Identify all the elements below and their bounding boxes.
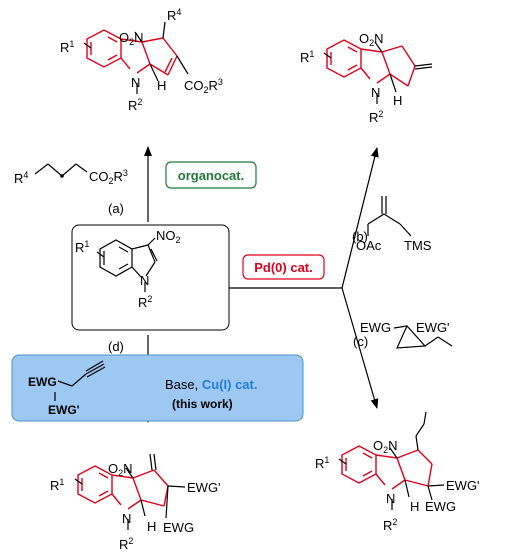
organocat-badge: organocat. xyxy=(165,161,257,189)
svg-text:R1: R1 xyxy=(300,49,314,65)
svg-text:Pd(0) cat.: Pd(0) cat. xyxy=(254,260,313,275)
svg-text:R2: R2 xyxy=(119,536,133,552)
svg-text:EWG: EWG xyxy=(360,320,391,335)
svg-text:EWG: EWG xyxy=(425,499,456,514)
arrow-c xyxy=(341,287,379,409)
label-c: (c) xyxy=(353,334,368,349)
product-d: R1 O2N N H EWG' EWG R2 xyxy=(50,453,221,552)
product-b: R1 O2N N H R2 xyxy=(300,31,433,125)
this-work-conditions-box: EWG EWG' Base, Cu(I) cat. (this work) xyxy=(11,354,304,422)
svg-text:organocat.: organocat. xyxy=(178,168,244,183)
svg-text:R2: R2 xyxy=(369,109,383,125)
svg-text:O2N: O2N xyxy=(359,31,384,48)
label-a: (a) xyxy=(108,201,124,216)
svg-text:CO2R3: CO2R3 xyxy=(89,168,128,186)
svg-text:R1: R1 xyxy=(50,477,64,493)
svg-text:TMS: TMS xyxy=(404,238,432,253)
svg-text:H: H xyxy=(157,78,166,93)
svg-text:H: H xyxy=(147,519,156,534)
svg-text:NO2: NO2 xyxy=(156,228,181,245)
svg-text:N: N xyxy=(131,75,140,90)
vinylcyclopropane-reagent: EWG EWG' xyxy=(360,320,453,349)
svg-text:O2N: O2N xyxy=(108,461,133,478)
svg-text:OAc: OAc xyxy=(356,238,382,253)
svg-text:EWG: EWG xyxy=(28,375,57,389)
svg-text:N: N xyxy=(386,491,395,506)
svg-text:N: N xyxy=(371,85,380,100)
svg-text:EWG: EWG xyxy=(163,520,194,535)
svg-text:R2: R2 xyxy=(138,294,152,310)
svg-text:R2: R2 xyxy=(128,97,142,113)
svg-text:H: H xyxy=(393,93,402,108)
svg-text:CO2R3: CO2R3 xyxy=(184,77,223,95)
label-d: (d) xyxy=(108,339,124,354)
svg-text:Base, Cu(I) cat.: Base, Cu(I) cat. xyxy=(165,377,257,392)
arrow-b xyxy=(341,147,379,289)
product-a: R1 O2N R4 N H CO2R3 R2 xyxy=(60,7,223,113)
svg-text:(this work): (this work) xyxy=(172,397,233,411)
reaction-arrows xyxy=(144,146,379,423)
svg-text:H: H xyxy=(410,499,419,514)
svg-text:O2N: O2N xyxy=(119,30,144,47)
svg-text:R4: R4 xyxy=(167,7,181,23)
svg-text:N: N xyxy=(140,273,149,288)
nitroindole-substrate: R1 NO2 N R2 xyxy=(71,224,230,331)
allenoate-reagent: R4 CO2R3 xyxy=(14,163,128,186)
label-b: (b) xyxy=(352,229,368,244)
svg-text:N: N xyxy=(122,511,131,526)
svg-text:R2: R2 xyxy=(383,517,397,533)
svg-text:R1: R1 xyxy=(60,39,74,55)
svg-text:EWG': EWG' xyxy=(446,478,480,493)
svg-text:EWG': EWG' xyxy=(416,320,450,335)
product-c: R1 O2N N H EWG' EWG R2 xyxy=(315,411,480,533)
svg-text:R1: R1 xyxy=(315,455,329,471)
svg-text:O2N: O2N xyxy=(373,438,398,455)
svg-text:R4: R4 xyxy=(14,170,28,186)
svg-text:R1: R1 xyxy=(75,239,89,255)
pd-catalyst-badge: Pd(0) cat. xyxy=(242,254,325,280)
svg-text:EWG': EWG' xyxy=(48,403,80,417)
svg-text:EWG': EWG' xyxy=(187,480,221,495)
tmm-reagent: OAc TMS xyxy=(356,196,432,253)
